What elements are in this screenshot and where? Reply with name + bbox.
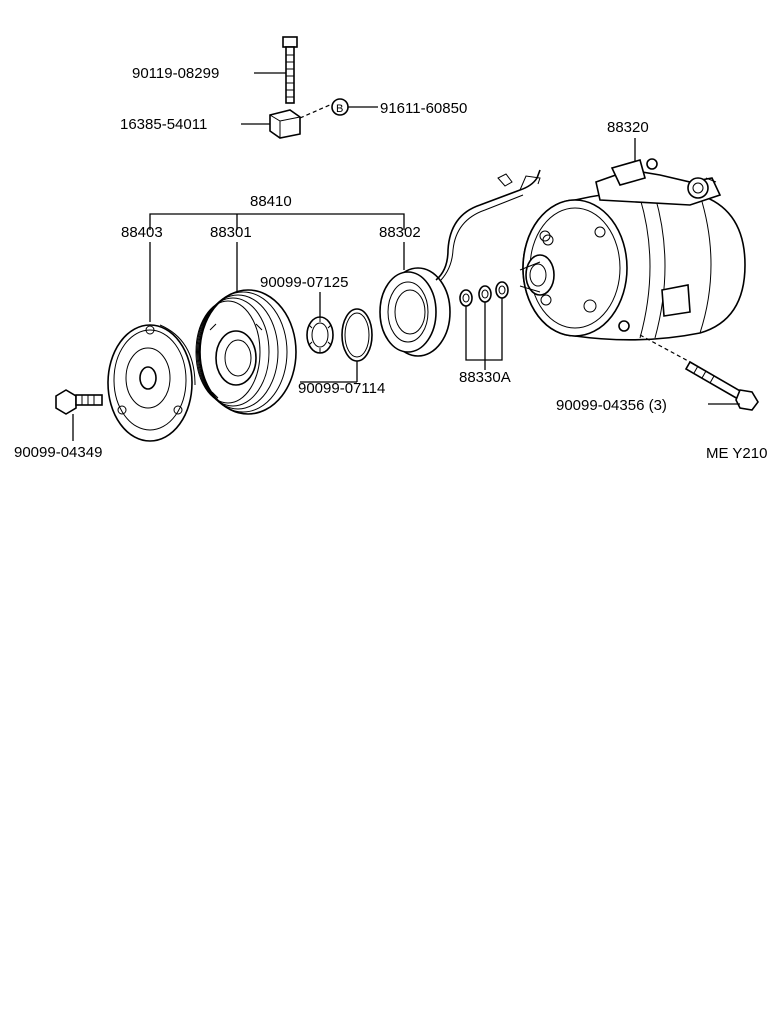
label-bolt-top: 90119-08299 <box>132 65 219 82</box>
label-compressor: 88320 <box>607 119 649 136</box>
label-pulley: 88301 <box>210 224 252 241</box>
callout-b-badge: B <box>331 98 349 116</box>
label-hub: 88403 <box>121 224 163 241</box>
bolt-hub <box>55 389 103 415</box>
holder-bracket <box>269 109 301 139</box>
label-holder: 16385-54011 <box>120 116 207 133</box>
snap-ring-2 <box>341 308 373 362</box>
label-clutch-assy: 88410 <box>250 193 292 210</box>
svg-text:B: B <box>336 103 343 115</box>
stator-coil <box>379 169 541 357</box>
clutch-hub <box>107 324 196 442</box>
label-bolt-hub: 90099-04349 <box>14 444 102 461</box>
snap-ring-1 <box>306 316 334 354</box>
bolt-right <box>684 360 759 411</box>
compressor-body <box>519 158 746 341</box>
pulley <box>195 289 297 415</box>
label-shims: 88330A <box>459 369 511 386</box>
diagram-code: ME Y210 <box>706 445 767 462</box>
label-snap-ring-2: 90099-07114 <box>298 380 385 397</box>
label-stator: 88302 <box>379 224 421 241</box>
shims <box>459 281 509 307</box>
label-bolt-right: 90099-04356 (3) <box>556 397 667 414</box>
label-snap-ring-1: 90099-07125 <box>260 274 348 291</box>
bolt-top <box>282 36 298 104</box>
label-clamp: 91611-60850 <box>380 100 467 117</box>
